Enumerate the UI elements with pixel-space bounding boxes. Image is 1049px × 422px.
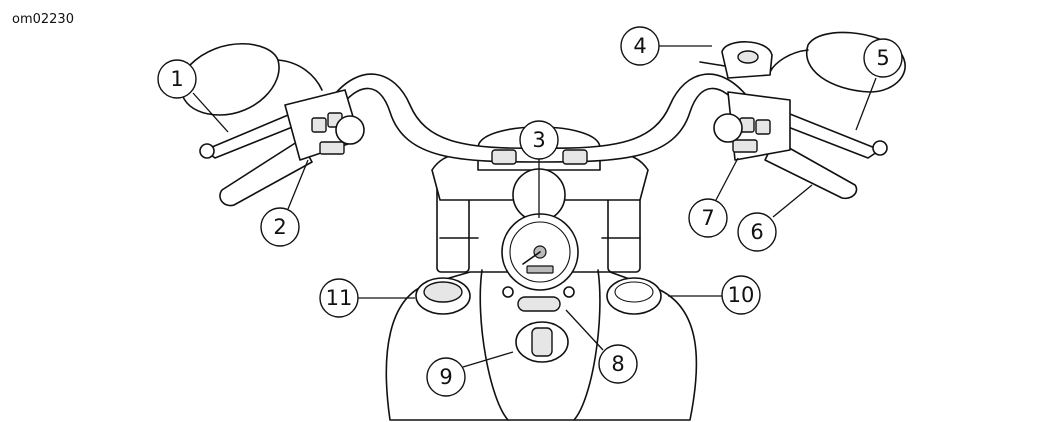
callout-3-label: 3	[532, 128, 545, 152]
right-tank-cap	[606, 277, 662, 315]
callout-11-label: 11	[326, 286, 353, 310]
callout-8-label: 8	[611, 352, 624, 376]
figure-id: om02230	[12, 12, 74, 27]
speedometer	[501, 213, 579, 291]
left-controls	[199, 89, 365, 207]
callout-6-label: 6	[750, 220, 763, 244]
callout-3: 3	[519, 120, 559, 160]
callout-2-label: 2	[273, 215, 286, 239]
fuel-cap	[515, 321, 569, 363]
callout-10: 10	[721, 275, 761, 315]
callout-9-label: 9	[439, 365, 452, 389]
right-controls	[699, 41, 888, 200]
callout-7-label: 7	[701, 206, 714, 230]
callout-1: 1	[157, 59, 197, 99]
callout-7: 7	[688, 198, 728, 238]
callout-2: 2	[260, 207, 300, 247]
callout-10-label: 10	[728, 283, 755, 307]
callout-5-label: 5	[876, 46, 889, 70]
callout-8: 8	[598, 344, 638, 384]
leader-lines	[192, 45, 877, 368]
left-tank-cap	[415, 277, 471, 315]
callout-11: 11	[319, 278, 359, 318]
indicator-lamp	[502, 286, 575, 312]
callout-6: 6	[737, 212, 777, 252]
callout-5: 5	[863, 38, 903, 78]
callout-4: 4	[620, 26, 660, 66]
callout-4-label: 4	[633, 34, 646, 58]
callout-1-label: 1	[170, 67, 183, 91]
callout-9: 9	[426, 357, 466, 397]
left-mirror	[180, 43, 323, 116]
